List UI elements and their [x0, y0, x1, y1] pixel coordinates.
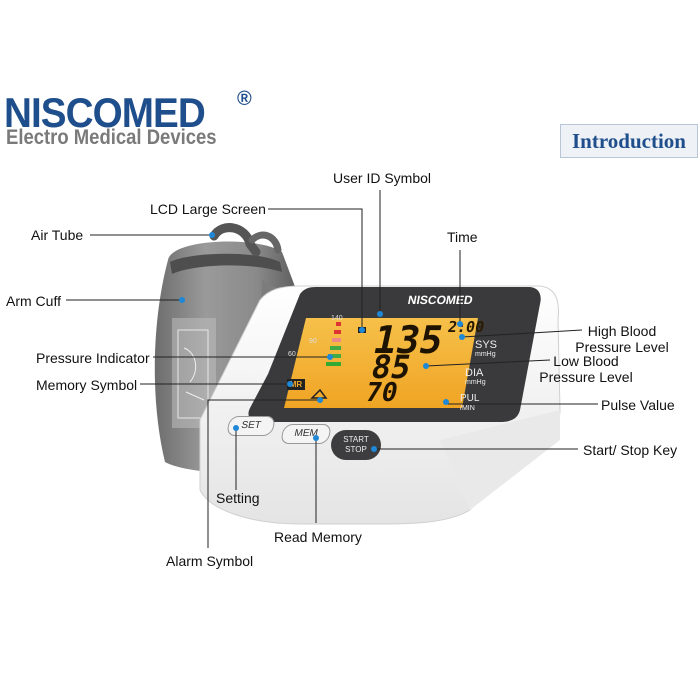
start-stop-label-2: STOP	[345, 445, 367, 454]
label-low-bp-line2: Pressure Level	[539, 369, 633, 385]
dot-arm-cuff	[179, 297, 185, 303]
dot-lcd-screen	[359, 327, 365, 333]
pul-label: PUL /MIN	[460, 394, 479, 414]
dot-setting	[233, 425, 239, 431]
label-low-bp-line1: Low Blood	[553, 353, 619, 369]
sys-unit-text: mmHg	[475, 351, 496, 358]
label-pressure-indicator: Pressure Indicator	[36, 350, 150, 366]
label-high-bp-line1: High Blood	[587, 323, 657, 339]
registered-mark: ®	[237, 88, 252, 110]
label-user-id-symbol: User ID Symbol	[333, 170, 432, 186]
label-lcd-large-screen: LCD Large Screen	[150, 201, 266, 217]
section-title: Introduction	[572, 128, 686, 153]
dot-pulse	[443, 399, 449, 405]
brand-logo: NISCOMED ® Electro Medical Devices	[4, 88, 252, 149]
label-high-bp-line2: Pressure Level	[575, 339, 669, 355]
scale-140: 140	[331, 315, 343, 322]
leader-lcd-screen	[268, 208, 363, 330]
dot-read-memory	[313, 435, 319, 441]
section-title-box: Introduction	[560, 124, 698, 158]
leader-low-bp	[425, 359, 551, 367]
start-stop-button[interactable]: START STOP	[331, 430, 381, 460]
scale-90: 90	[309, 338, 317, 345]
label-high-blood-pressure: High Blood Pressure Level	[572, 323, 672, 355]
dot-user-id	[377, 311, 383, 317]
label-time: Time	[447, 229, 478, 245]
dot-low-bp	[423, 363, 429, 369]
leader-high-bp	[461, 329, 583, 338]
dia-unit-text: mmHg	[465, 379, 486, 386]
scale-60: 60	[288, 351, 296, 358]
pul-label-text: PUL	[460, 393, 480, 404]
label-memory-symbol: Memory Symbol	[36, 377, 138, 393]
memory-badge: MR	[287, 379, 305, 390]
brand-tagline: Electro Medical Devices	[6, 126, 217, 149]
label-setting: Setting	[216, 490, 260, 506]
label-air-tube: Air Tube	[31, 227, 84, 243]
air-tube	[209, 223, 282, 257]
pul-unit-text: /MIN	[460, 405, 475, 412]
leader-alarm	[207, 399, 320, 548]
label-read-memory: Read Memory	[274, 529, 362, 545]
sys-label: SYS mmHg	[475, 340, 497, 360]
brand-name: NISCOMED	[4, 89, 206, 136]
label-alarm-symbol: Alarm Symbol	[166, 553, 254, 569]
dot-high-bp	[459, 334, 465, 340]
label-start-stop-key: Start/ Stop Key	[583, 442, 678, 458]
label-low-blood-pressure: Low Blood Pressure Level	[536, 353, 636, 385]
dot-memory	[287, 381, 293, 387]
dot-time	[457, 321, 463, 327]
dot-start-stop	[371, 446, 377, 452]
leader-pulse	[445, 402, 598, 405]
dot-alarm	[317, 397, 323, 403]
start-stop-label-1: START	[343, 435, 369, 444]
dia-label: DIA mmHg	[465, 368, 486, 388]
sys-label-text: SYS	[475, 339, 498, 351]
dot-pressure-indicator	[327, 354, 333, 360]
dot-air-tube	[209, 232, 215, 238]
dia-label-text: DIA	[465, 367, 484, 379]
label-arm-cuff: Arm Cuff	[6, 293, 61, 309]
label-pulse-value: Pulse Value	[601, 397, 675, 413]
